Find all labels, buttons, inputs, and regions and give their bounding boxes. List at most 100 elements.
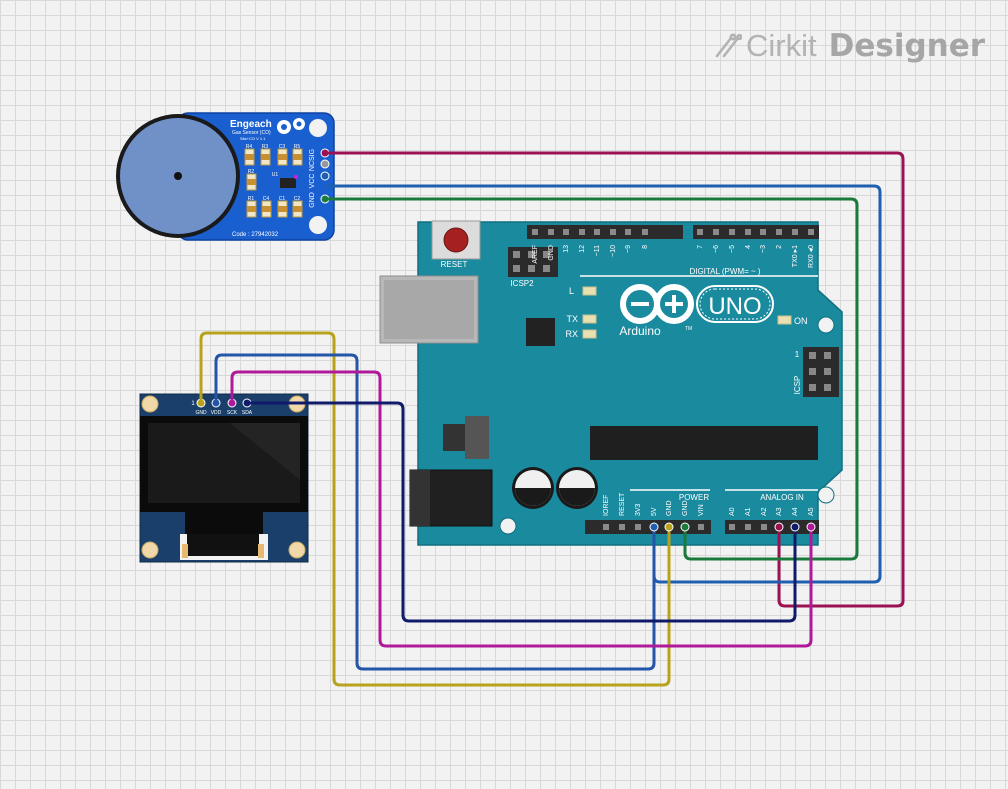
- smd-component-body: [278, 154, 287, 160]
- analog-pin-label: A1: [745, 507, 752, 516]
- component-label: C4: [263, 196, 270, 202]
- gas-sensor-subtitle: Gas Sensor (CO): [232, 130, 271, 136]
- header-pin[interactable]: [729, 229, 735, 235]
- icsp-header[interactable]: [803, 347, 839, 397]
- smd-component-body: [261, 154, 270, 160]
- pin-nc[interactable]: [320, 159, 330, 169]
- arduino-brand: Arduino: [619, 324, 661, 338]
- icsp-pin1-label: 1: [795, 350, 800, 359]
- wire-oled-sck[interactable]: [230, 370, 813, 648]
- gas-sensor-module[interactable]: Engeach Gas Sensor (CO) Sits+CO V 1.1 R4…: [116, 112, 335, 241]
- digital-pin-label: 7: [697, 245, 704, 249]
- wire-endpoint[interactable]: [806, 522, 816, 532]
- brand-name-designer: Designer: [828, 28, 986, 64]
- digital-header-left[interactable]: [527, 225, 683, 239]
- digital-header-right[interactable]: [693, 225, 819, 239]
- capacitor: [512, 467, 554, 509]
- header-pin[interactable]: [745, 229, 751, 235]
- led-tx-label: TX: [566, 314, 578, 324]
- pin-vcc[interactable]: [320, 171, 330, 181]
- gas-sensor-ic: [280, 178, 296, 188]
- wire-oled-gnd[interactable]: [199, 331, 671, 687]
- reset-button[interactable]: [443, 227, 469, 253]
- voltage-regulator: [443, 424, 465, 451]
- wire-gas_sensor-sig[interactable]: [325, 151, 905, 608]
- oled-flex-cable: [187, 534, 259, 556]
- wire-oled-vdd[interactable]: [214, 353, 656, 671]
- header-pin[interactable]: [713, 229, 719, 235]
- wire-endpoint[interactable]: [774, 522, 784, 532]
- wire-endpoint[interactable]: [664, 522, 674, 532]
- header-pin[interactable]: [610, 229, 616, 235]
- oled-flex-shadow: [185, 512, 263, 536]
- wire-gas_sensor-gnd[interactable]: [325, 197, 859, 561]
- digital-pin-label: ~9: [625, 245, 632, 253]
- header-pin[interactable]: [532, 229, 538, 235]
- analog-pin-label: A2: [761, 507, 768, 516]
- led-tx: [582, 314, 597, 324]
- voltage-regulator-tab: [465, 416, 489, 459]
- digital-pin-label: 4: [745, 245, 752, 249]
- header-pin[interactable]: [635, 524, 641, 530]
- analog-header[interactable]: [725, 520, 819, 534]
- component-label: R3: [262, 144, 269, 150]
- component-label: C2: [294, 196, 301, 202]
- gas-pin-label: NC: [309, 161, 316, 171]
- digital-pin-label: TX0 ▸1: [792, 245, 799, 267]
- oled-pin1-marker: 1: [191, 401, 195, 407]
- smd-component-body: [293, 154, 302, 160]
- header-pin[interactable]: [729, 524, 735, 530]
- header-pin[interactable]: [808, 229, 814, 235]
- analog-pin-label: A4: [792, 507, 799, 516]
- header-pin[interactable]: [745, 524, 751, 530]
- digital-pin-label: 13: [563, 245, 570, 253]
- header-pin[interactable]: [698, 524, 704, 530]
- analog-pin-label: A0: [729, 507, 736, 516]
- header-pin[interactable]: [760, 229, 766, 235]
- header-pin[interactable]: [776, 229, 782, 235]
- component-label: R2: [248, 169, 255, 175]
- header-pin[interactable]: [761, 524, 767, 530]
- mount-hole: [309, 216, 327, 234]
- wire-endpoint[interactable]: [649, 522, 659, 532]
- oled-pin-label: VDD: [211, 410, 222, 416]
- wire-endpoint[interactable]: [790, 522, 800, 532]
- header-pin[interactable]: [619, 524, 625, 530]
- power-pin-label: RESET: [619, 492, 626, 516]
- component-label: R4: [246, 144, 253, 150]
- header-pin[interactable]: [697, 229, 703, 235]
- arduino-tm: TM: [685, 326, 692, 332]
- flex-contact: [258, 544, 264, 558]
- digital-pin-label: GND: [548, 245, 555, 261]
- oled-pin-label: SDA: [242, 410, 253, 416]
- digital-pin-label: ~3: [760, 245, 767, 253]
- brand-logo: Cirkit Designer: [714, 26, 985, 66]
- wire-oled-sda[interactable]: [247, 401, 797, 623]
- uno-model: UNO: [708, 293, 761, 320]
- gas-pin-label: GND: [309, 192, 316, 208]
- header-pin[interactable]: [642, 229, 648, 235]
- header-pin[interactable]: [563, 229, 569, 235]
- component-label: R5: [294, 144, 301, 150]
- digital-label: DIGITAL (PWM= ~ ): [689, 267, 760, 276]
- atmega-chip: [590, 426, 818, 460]
- power-header[interactable]: [585, 520, 711, 534]
- smd-component-body: [293, 206, 302, 212]
- oled-pin-label: SCK: [227, 410, 238, 416]
- mount-hole: [817, 316, 835, 334]
- header-pin[interactable]: [548, 229, 554, 235]
- uno-badge-inner: [699, 288, 771, 320]
- wire-endpoint[interactable]: [680, 522, 690, 532]
- header-pin[interactable]: [603, 524, 609, 530]
- header-pin[interactable]: [625, 229, 631, 235]
- digital-pin-label: 2: [776, 245, 783, 249]
- header-pin[interactable]: [594, 229, 600, 235]
- header-pin[interactable]: [579, 229, 585, 235]
- header-pin[interactable]: [792, 229, 798, 235]
- usb-chip: [526, 318, 555, 346]
- analog-pin-label: A5: [808, 507, 815, 516]
- digital-pin-label: 8: [642, 245, 649, 249]
